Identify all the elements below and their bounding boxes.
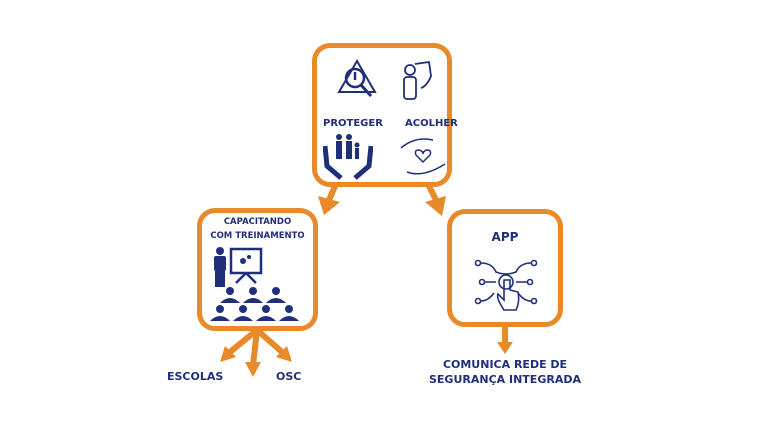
escolas-label: ESCOLAS <box>167 370 224 383</box>
network-label-line1: COMUNICA REDE DE <box>442 358 568 371</box>
warning-search-icon <box>337 59 377 98</box>
arrow-to-osc <box>255 327 284 355</box>
touch-network-icon <box>474 259 538 311</box>
training-title-line1: CAPACITANDO <box>223 217 292 227</box>
acolher-label: ACOLHER <box>405 118 458 129</box>
heart-hands-icon <box>400 138 446 175</box>
arrow-to-escolas <box>228 327 259 355</box>
family-hands-icon <box>323 134 373 180</box>
training-box: CAPACITANDO COM TREINAMENTO <box>197 208 318 331</box>
osc-label: OSC <box>276 370 302 383</box>
arrow-down <box>250 329 260 366</box>
protect-welcome-box: PROTEGER ACOLHER <box>312 43 458 187</box>
app-box: APP <box>447 209 563 327</box>
classroom-icon <box>210 247 299 321</box>
proteger-label: PROTEGER <box>323 118 383 129</box>
app-title: APP <box>491 230 519 244</box>
person-shield-icon <box>403 60 432 100</box>
network-label-line2: SEGURANÇA INTEGRADA <box>429 373 581 386</box>
training-title-line2: COM TREINAMENTO <box>210 231 305 241</box>
